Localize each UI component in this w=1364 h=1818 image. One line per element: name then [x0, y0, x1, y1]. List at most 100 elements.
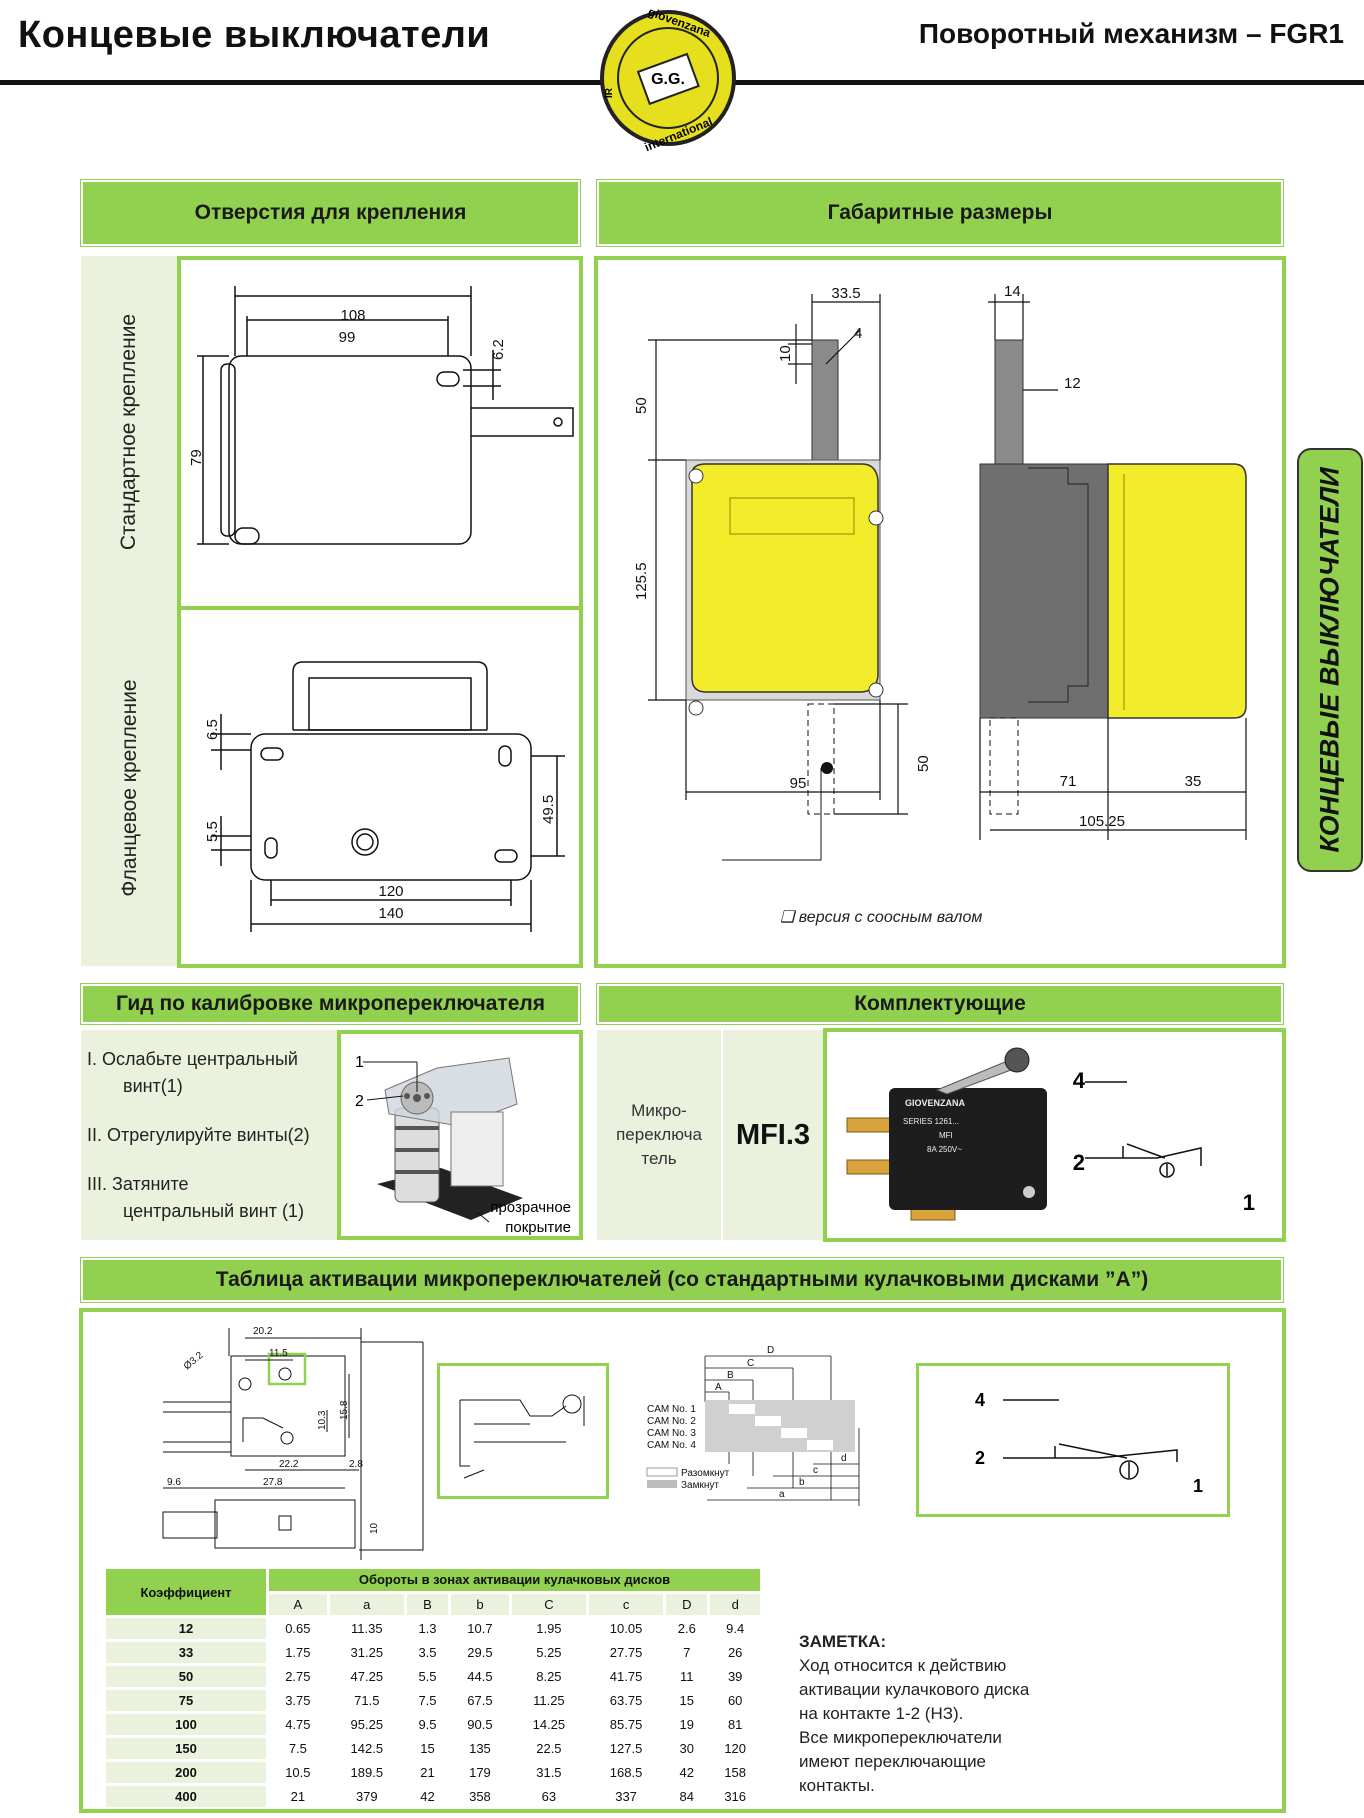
table-cell-coef: 200 [106, 1762, 266, 1783]
table-cell: 29.5 [451, 1642, 509, 1663]
cover-label-line-1: прозрачное [490, 1199, 571, 1216]
dim-50-top: 50 [633, 397, 650, 414]
switch-model-text: MFI [939, 1131, 953, 1140]
activation-table: Коэффициент Обороты в зонах активации ку… [103, 1566, 763, 1810]
column-header-b: b [451, 1593, 509, 1615]
table-cell: 3.5 [406, 1642, 449, 1663]
table-cell-coef: 100 [106, 1714, 266, 1735]
tech-dim-9-6: 9.6 [167, 1477, 181, 1488]
note-line-4: Все микропереключатели [799, 1728, 1002, 1747]
tech-dim-dia-3-2: Ø3.2 [182, 1350, 206, 1373]
column-header-c: c [588, 1593, 664, 1615]
cam-letter-D: D [767, 1345, 774, 1356]
dimensions-drawing-panel: 33.5 4 10 50 125.5 95 50 ❑ версия с соос… [594, 256, 1286, 968]
dim-71: 71 [1060, 773, 1077, 790]
cam-letter-a: a [779, 1489, 785, 1500]
cam-label-2: CAM No. 2 [647, 1416, 696, 1427]
dim-35: 35 [1185, 773, 1202, 790]
tech-dim-10: 10 [369, 1522, 380, 1534]
table-cell: 142.5 [329, 1738, 404, 1759]
microswitch-calibration-image: 1 2 прозрачное покрытие [355, 1054, 571, 1236]
calibration-steps: I. Ослабьте центральный винт(1) II. Отре… [81, 1030, 337, 1240]
accessory-type-line-1: Микро- [631, 1101, 687, 1120]
side-tab-label: КОНЦЕВЫЕ ВЫКЛЮЧАТЕЛИ [1314, 467, 1345, 853]
tech-dim-10-3: 10.3 [317, 1410, 328, 1430]
cam-letter-b: b [799, 1477, 805, 1488]
switch-brand-text: GIOVENZANA [905, 1098, 966, 1108]
table-cell: 120 [710, 1738, 760, 1759]
side-tab-limit-switches[interactable]: КОНЦЕВЫЕ ВЫКЛЮЧАТЕЛИ [1297, 448, 1363, 872]
note-line-1: Ход относится к действию [799, 1656, 1007, 1675]
cam-letter-C: C [747, 1358, 754, 1369]
dim-dia-4: 4 [854, 325, 862, 342]
table-cell: 11.25 [511, 1690, 586, 1711]
flange-dim-120: 120 [378, 883, 403, 900]
calibration-image-panel: 1 2 прозрачное покрытие [337, 1030, 583, 1240]
note-line-3: на контакте 1-2 (НЗ). [799, 1704, 964, 1723]
flange-mount-label-cell: Фланцевое крепление [81, 608, 177, 966]
table-cell: 2.75 [269, 1666, 327, 1687]
table-cell: 14.25 [511, 1714, 586, 1735]
zoom-detail-box [437, 1363, 609, 1499]
calibration-step-3-cont: центральный винт (1) [123, 1201, 304, 1221]
legend-open: Разомкнут [681, 1468, 730, 1479]
table-cell: 1.75 [269, 1642, 327, 1663]
standard-mount-drawing-panel: 108 99 6.2 79 [177, 256, 583, 610]
column-header-a: a [329, 1593, 404, 1615]
group-header: Обороты в зонах активации кулачковых дис… [269, 1569, 760, 1591]
accessory-type-line-3: тель [641, 1149, 677, 1168]
table-cell: 22.5 [511, 1738, 586, 1759]
table-cell: 31.25 [329, 1642, 404, 1663]
flange-dim-140: 140 [378, 905, 403, 922]
note-block: ЗАМЕТКА: Ход относится к действию актива… [799, 1630, 1159, 1798]
table-cell: 10.05 [588, 1618, 664, 1639]
cam-label-1: CAM No. 1 [647, 1404, 696, 1415]
tech-dim-27-8: 27.8 [263, 1477, 283, 1488]
table-cell-coef: 150 [106, 1738, 266, 1759]
tech-dim-11-5: 11.5 [269, 1348, 288, 1359]
callout-1: 1 [355, 1054, 364, 1071]
zoom-detail-drawing [459, 1394, 585, 1479]
std-dim-99: 99 [339, 329, 356, 346]
table-cell: 15 [406, 1738, 449, 1759]
table-cell-coef: 400 [106, 1786, 266, 1807]
accessory-type-line-2: переключа [616, 1125, 702, 1144]
activation-panel: 20.2 11.5 Ø3.2 10.3 15.8 22.2 2.8 27.8 9… [79, 1308, 1286, 1813]
table-cell: 379 [329, 1786, 404, 1807]
table-cell-coef: 75 [106, 1690, 266, 1711]
table-cell: 1.95 [511, 1618, 586, 1639]
cam-letter-c: c [813, 1465, 818, 1476]
note-title: ЗАМЕТКА: [799, 1632, 887, 1651]
contacts-diagram-box: 4 2 1 [916, 1363, 1230, 1517]
accessory-model: MFI.3 [723, 1030, 823, 1240]
dim-10: 10 [777, 345, 794, 362]
section-header-calibration: Гид по калибровке микропереключателя [80, 983, 581, 1025]
dim-12: 12 [1064, 375, 1081, 392]
cam-label-4: CAM No. 4 [647, 1440, 696, 1451]
table-cell: 47.25 [329, 1666, 404, 1687]
table-cell: 189.5 [329, 1762, 404, 1783]
switch-rating-text: 8A 250V~ [927, 1145, 962, 1154]
logo-side-text: IR [604, 87, 615, 98]
flange-mount-label: Фланцевое крепление [118, 679, 141, 897]
flange-dim-6-5: 6.5 [204, 719, 221, 740]
table-cell: 95.25 [329, 1714, 404, 1735]
note-line-6: контакты. [799, 1776, 875, 1795]
note-line-2: активации кулачкового диска [799, 1680, 1030, 1699]
table-cell: 127.5 [588, 1738, 664, 1759]
flange-mount-drawing: 6.5 5.5 49.5 120 140 [204, 661, 565, 932]
tech-dim-2-8: 2.8 [349, 1459, 363, 1470]
cam-label-3: CAM No. 3 [647, 1428, 696, 1439]
accessory-type-cell: Микро- переключа тель [597, 1030, 721, 1240]
table-cell: 21 [269, 1786, 327, 1807]
table-cell: 27.75 [588, 1642, 664, 1663]
giovenzana-logo: G.G. giovenzana international IR [600, 4, 736, 154]
tech-dim-15-8: 15.8 [339, 1400, 350, 1420]
table-cell: 5.25 [511, 1642, 586, 1663]
table-cell: 358 [451, 1786, 509, 1807]
